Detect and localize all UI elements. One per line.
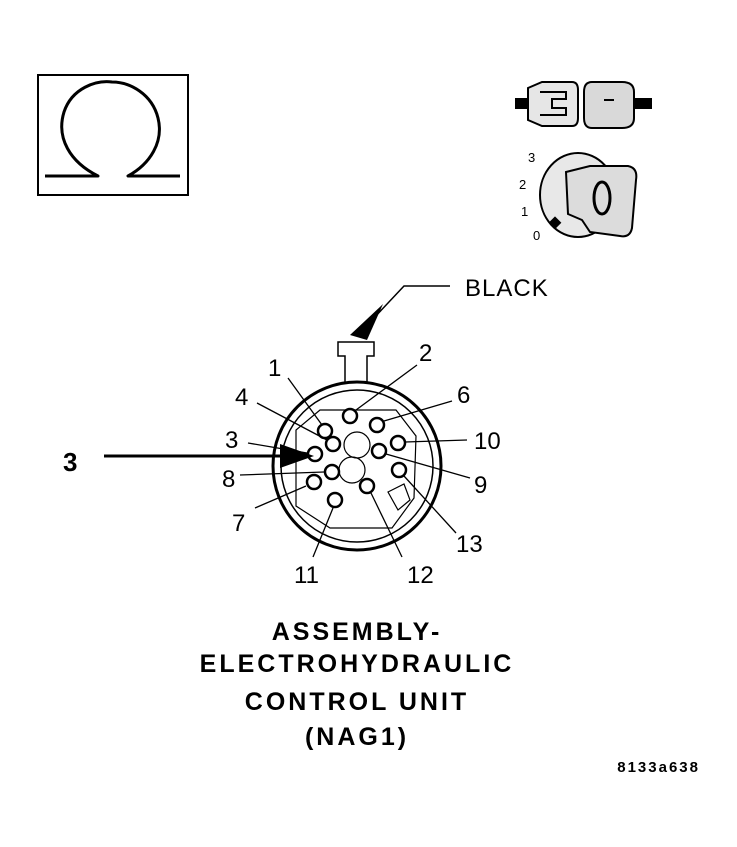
pin-cavity-7 (305, 473, 323, 491)
pin-cavity-11 (326, 491, 344, 509)
title-line-1: ASSEMBLY- (272, 618, 443, 646)
pin-cavity-4 (324, 435, 342, 453)
pin-cavity-1 (316, 422, 334, 440)
callout-3: 3 (63, 444, 314, 477)
pin-cavity-2 (341, 407, 359, 425)
key-position-3: 3 (528, 150, 535, 165)
ignition-off-icon: 3 2 1 0 (519, 150, 638, 243)
pin-label-3: 3 (225, 427, 238, 454)
pin-cavity-13 (390, 461, 408, 479)
pin-cavity-6 (368, 416, 386, 434)
key-position-2: 2 (519, 177, 526, 192)
title-line-4: (NAG1) (305, 723, 409, 751)
pin-label-7: 7 (232, 510, 245, 537)
pin-labels: 1 2 3 4 6 7 8 9 10 11 12 13 (222, 340, 501, 589)
pin-cavity-8 (323, 463, 341, 481)
callout-number: 3 (63, 447, 77, 477)
pin-leader-lines (239, 364, 471, 558)
pin-cavity-12 (358, 477, 376, 495)
key-position-0: 0 (533, 228, 540, 243)
pin-cavity-10 (389, 434, 407, 452)
disconnected-connector-icon (515, 81, 652, 129)
pin-label-6: 6 (457, 382, 470, 409)
connector-face (271, 341, 443, 552)
ohm-icon (37, 74, 189, 196)
title-line-2: ELECTROHYDRAULIC (200, 650, 515, 678)
pin-label-2: 2 (419, 340, 432, 367)
component-title: ASSEMBLY- ELECTROHYDRAULIC CONTROL UNIT … (200, 618, 515, 751)
wire-color-label: BLACK (465, 275, 549, 302)
black-wire-callout: BLACK (350, 275, 549, 340)
pin-cavity-3 (306, 445, 324, 463)
pin-label-13: 13 (456, 531, 483, 558)
title-line-3: CONTROL UNIT (245, 688, 469, 716)
pin-label-11: 11 (294, 562, 319, 589)
pin-cavity-9 (370, 442, 388, 460)
pin-label-4: 4 (235, 384, 248, 411)
figure-code: 8133a638 (617, 759, 700, 776)
pin-label-8: 8 (222, 466, 235, 493)
pin-label-10: 10 (474, 428, 501, 455)
pin-label-12: 12 (407, 562, 434, 589)
pin-label-9: 9 (474, 472, 487, 499)
pin-label-1: 1 (268, 355, 281, 382)
key-position-1: 1 (521, 204, 528, 219)
